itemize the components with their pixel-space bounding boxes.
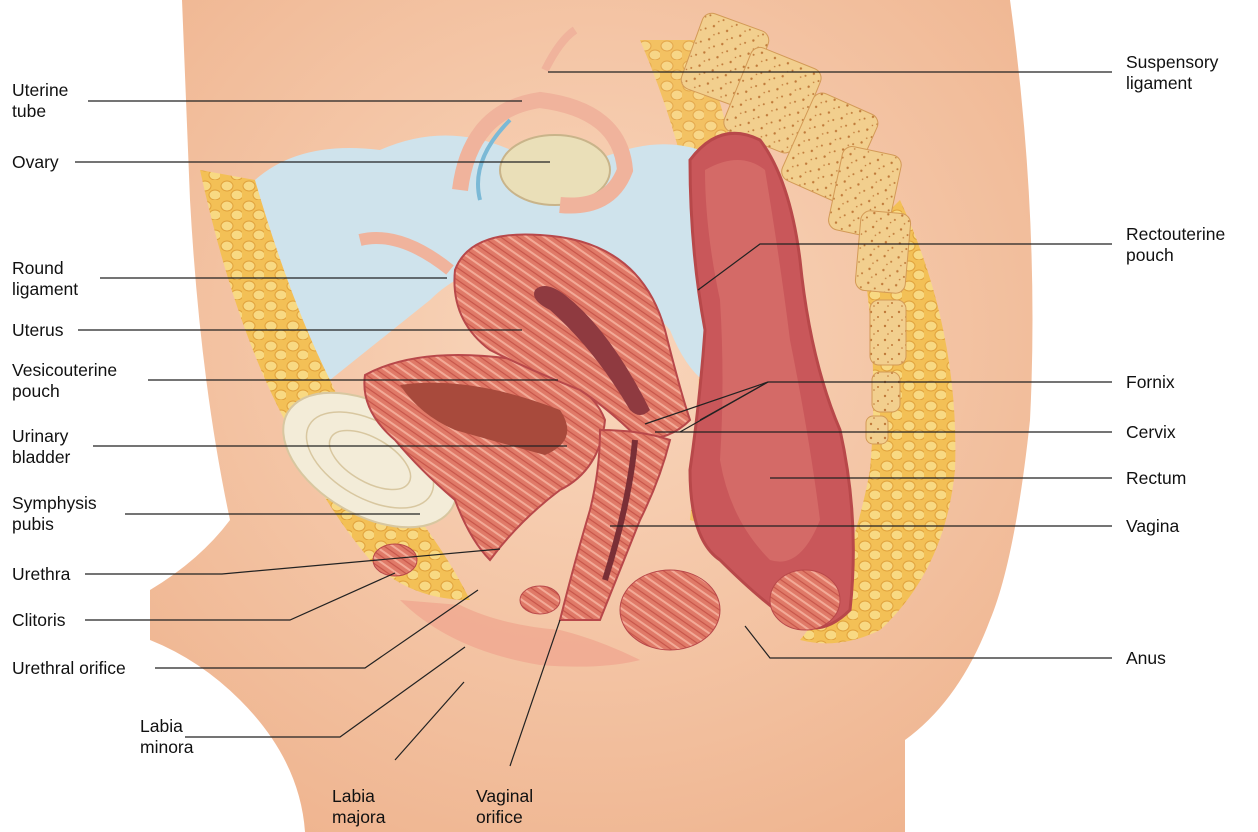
label-cervix: Cervix [1126,422,1176,443]
label-urethral-orifice: Urethral orifice [12,658,126,679]
perineal-body [620,570,720,650]
label-fornix: Fornix [1126,372,1175,393]
label-vagina: Vagina [1126,516,1179,537]
anal-sphincter [770,570,840,630]
label-uterus: Uterus [12,320,64,341]
label-clitoris: Clitoris [12,610,65,631]
label-anus: Anus [1126,648,1166,669]
label-ovary: Ovary [12,152,59,173]
label-rectum: Rectum [1126,468,1186,489]
label-urethra: Urethra [12,564,70,585]
